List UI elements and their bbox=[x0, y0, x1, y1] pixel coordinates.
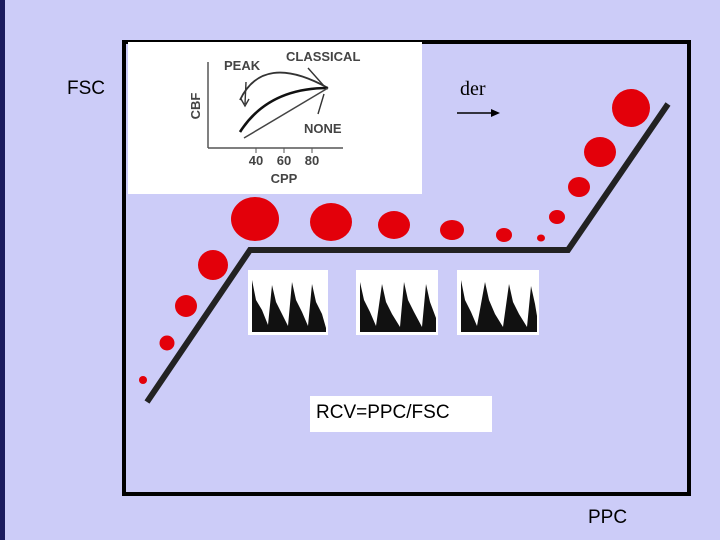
vessel-dot bbox=[537, 234, 545, 242]
formula-box bbox=[310, 396, 492, 432]
inset-peak-label: PEAK bbox=[224, 58, 261, 73]
vessel-dot bbox=[440, 220, 464, 240]
vessel-dot bbox=[231, 197, 279, 241]
vessel-dot bbox=[612, 89, 650, 127]
inset-y-label: CBF bbox=[188, 93, 203, 120]
formula-text: RCV=PPC/FSC bbox=[316, 402, 450, 423]
vessel-dot bbox=[568, 177, 590, 197]
vessel-dot bbox=[549, 210, 565, 224]
y-axis-label: FSC bbox=[67, 78, 105, 99]
inset-classical-label: CLASSICAL bbox=[286, 49, 360, 64]
vessel-dot bbox=[198, 250, 228, 280]
inset-x-label: CPP bbox=[271, 171, 298, 186]
x-axis-label: PPC bbox=[588, 507, 628, 528]
waveform-trace-icon bbox=[356, 270, 438, 335]
arrow-right-icon bbox=[457, 109, 500, 117]
vessel-dot bbox=[310, 203, 352, 241]
vessel-dot bbox=[175, 295, 197, 317]
inset-figure-svg: CBF PEAK CLASSICAL NONE 40 60 80 CPP bbox=[188, 49, 360, 186]
inset-none-curve bbox=[243, 87, 329, 139]
vessel-dot bbox=[496, 228, 512, 242]
inset-tick-label: 60 bbox=[277, 153, 291, 168]
inset-tick-label: 40 bbox=[249, 153, 263, 168]
inset-autoregulation-figure: CBF PEAK CLASSICAL NONE 40 60 80 CPP bbox=[128, 42, 422, 194]
vessel-dot bbox=[584, 137, 616, 167]
vessel-dot bbox=[139, 376, 147, 384]
waveform-trace-icon bbox=[248, 270, 328, 335]
inset-peak-curve bbox=[238, 86, 329, 133]
inset-tick-label: 80 bbox=[305, 153, 319, 168]
vessel-dot bbox=[159, 335, 175, 351]
vessel-dot bbox=[378, 211, 410, 239]
autoregulation-curve bbox=[144, 102, 671, 404]
waveform-trace-icon bbox=[457, 270, 539, 335]
direction-label: der bbox=[460, 78, 486, 100]
inset-none-label: NONE bbox=[304, 121, 342, 136]
left-edge-bar bbox=[0, 0, 5, 540]
vessel-dots bbox=[139, 89, 650, 384]
